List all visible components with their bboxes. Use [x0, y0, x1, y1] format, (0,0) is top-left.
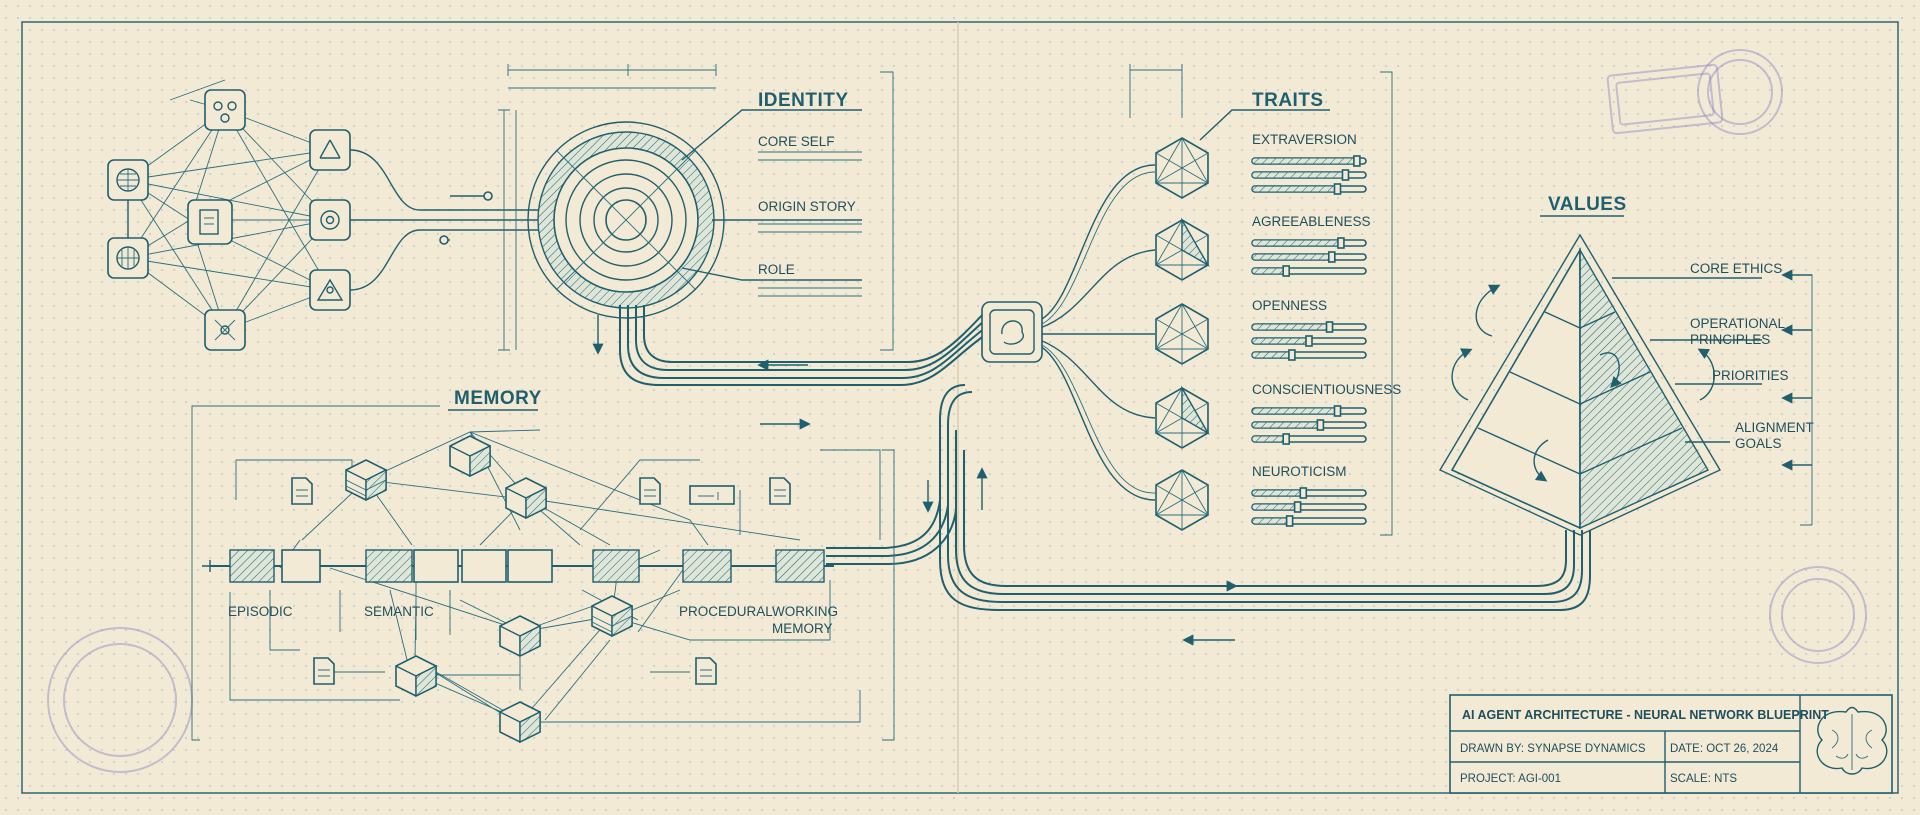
identity-item-origin-story: ORIGIN STORY	[758, 199, 856, 214]
postmark-stamp-bottom-left	[47, 627, 193, 773]
circuit-card-icon	[689, 485, 735, 505]
memory-section: MEMORY	[191, 388, 895, 744]
memory-cube-icon	[499, 615, 541, 658]
postmark-stamp-top-right	[1606, 49, 1783, 135]
values-item-priorities: PRIORITIES	[1712, 368, 1789, 383]
trait-level-slider	[1251, 433, 1367, 445]
trait-level-slider	[1251, 419, 1367, 431]
trait-polyhedron-icon	[1155, 303, 1209, 365]
title-block-drawn-by: DRAWN BY: SYNAPSE DYNAMICS	[1460, 743, 1646, 755]
molecule-icon	[204, 89, 246, 131]
trait-label: OPENNESS	[1252, 298, 1327, 313]
memory-cube-icon	[499, 701, 541, 744]
trait-label: AGREEABLENESS	[1252, 214, 1371, 229]
identity-title: IDENTITY	[758, 90, 849, 111]
trait-polyhedron-icon	[1155, 217, 1210, 281]
trait-level-slider	[1251, 501, 1367, 513]
values-item-alignment-line2: GOALS	[1735, 436, 1782, 451]
trait-level-slider	[1251, 155, 1367, 167]
sheet-border	[21, 21, 1899, 794]
trait-label: NEUROTICISM	[1252, 464, 1347, 479]
values-item-core-ethics: CORE ETHICS	[1690, 261, 1782, 276]
neural-network	[107, 79, 540, 351]
memory-cube-icon	[505, 477, 547, 520]
postmark-stamp-right	[1769, 566, 1867, 664]
identity-item-core-self: CORE SELF	[758, 134, 835, 149]
document-hub-icon	[187, 199, 233, 245]
identity-item-role: ROLE	[758, 262, 795, 277]
memory-type-episodic: EPISODIC	[228, 604, 293, 619]
trait-label: EXTRAVERSION	[1252, 132, 1357, 147]
identity-section: IDENTITY CORE SELF ORIGIN STORY ROLE	[498, 64, 894, 355]
globe-icon	[107, 159, 149, 201]
memory-type-semantic: SEMANTIC	[364, 604, 434, 619]
traits-section: TRAITS EXTRAVERSION AGREEABLENESS OPENNESS…	[1129, 64, 1401, 536]
gear-icon	[309, 199, 351, 241]
values-item-alignment-line1: ALIGNMENT	[1735, 420, 1814, 435]
document-icon	[769, 477, 791, 505]
trait-level-slider	[1251, 321, 1367, 333]
values-title: VALUES	[1548, 194, 1627, 215]
network-icon	[204, 309, 246, 351]
memory-type-working-line2: MEMORY	[772, 621, 833, 636]
trait-level-slider	[1251, 487, 1367, 499]
document-icon	[291, 477, 313, 505]
trait-level-slider	[1251, 349, 1367, 361]
traits-title: TRAITS	[1252, 90, 1324, 111]
title-block-title: AI AGENT ARCHITECTURE - NEURAL NETWORK B…	[1462, 708, 1829, 722]
memory-cube-icon	[591, 595, 633, 638]
memory-type-working-line1: WORKING	[772, 604, 838, 619]
hierarchy-icon	[309, 129, 351, 171]
brain-icon	[1816, 706, 1888, 775]
trait-polyhedron-icon	[1155, 469, 1209, 531]
title-block-scale: SCALE: NTS	[1670, 773, 1737, 785]
trait-polyhedron-icon	[1155, 385, 1210, 449]
trait-level-slider	[1251, 515, 1367, 527]
trait-level-slider	[1251, 183, 1367, 195]
values-item-operational-line1: OPERATIONAL	[1690, 316, 1786, 331]
document-icon	[639, 477, 661, 505]
trait-level-slider	[1251, 265, 1367, 277]
trait-level-slider	[1251, 169, 1367, 181]
memory-title: MEMORY	[454, 388, 542, 409]
trait-level-slider	[1251, 335, 1367, 347]
memory-type-procedural: PROCEDURAL	[679, 604, 773, 619]
title-block: AI AGENT ARCHITECTURE - NEURAL NETWORK B…	[1449, 694, 1893, 794]
values-pyramid	[1439, 233, 1721, 536]
brain-hub-icon	[981, 164, 1156, 501]
trait-level-slider	[1251, 237, 1367, 249]
trait-level-slider	[1251, 251, 1367, 263]
triangle-nodes-icon	[309, 269, 351, 311]
values-item-operational-line2: PRINCIPLES	[1690, 332, 1770, 347]
data-bus	[619, 305, 1591, 646]
values-section: VALUES CORE ETHICS OPERATIONAL PRINCIPLE…	[1439, 194, 1814, 536]
trait-polyhedron-icon	[1155, 137, 1209, 199]
title-block-date: DATE: OCT 26, 2024	[1670, 743, 1779, 755]
document-icon	[313, 657, 335, 685]
document-icon	[695, 657, 717, 685]
trait-level-slider	[1251, 405, 1367, 417]
memory-cube-icon	[345, 459, 387, 502]
memory-cube-icon	[449, 435, 491, 478]
memory-cube-icon	[395, 655, 437, 698]
grid-globe-icon	[107, 237, 149, 279]
trait-label: CONSCIENTIOUSNESS	[1252, 382, 1401, 397]
title-block-project: PROJECT: AGI-001	[1460, 773, 1561, 785]
